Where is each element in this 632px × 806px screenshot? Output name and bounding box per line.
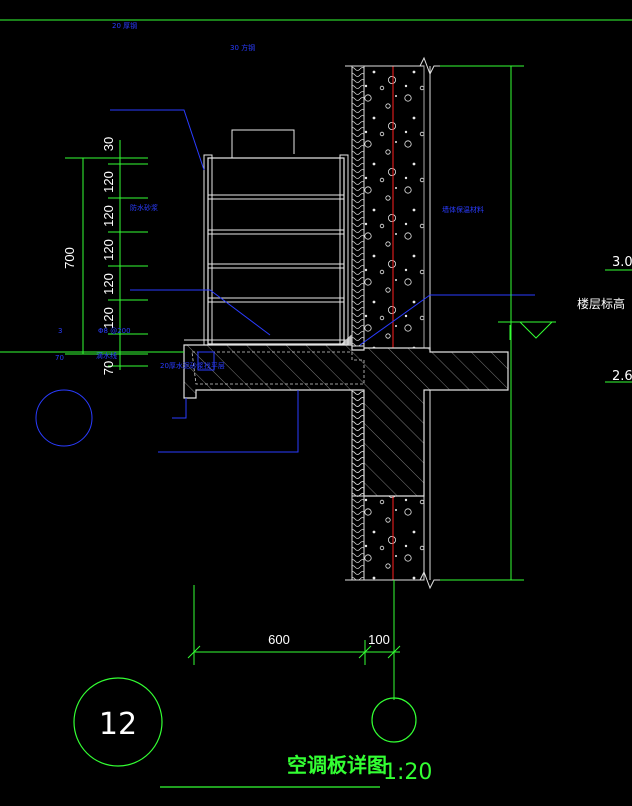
title-number: 12 [99, 707, 137, 742]
left-note-bottom-2: 滴水线 [96, 351, 117, 360]
floor-label: 楼层标高 [577, 296, 625, 311]
title-text: 空调板详图 [287, 753, 387, 777]
level-markers [440, 65, 632, 581]
dim-vertical-total: 700 [62, 247, 77, 269]
wall-note: 墙体保温材料 [442, 205, 484, 214]
horizontal-dimensions [187, 580, 401, 700]
top-note-2: 30 方钢 [230, 43, 255, 52]
level-upper: 3.0 [612, 255, 632, 270]
dim-seg-4: 120 [101, 273, 116, 295]
left-small-70: 70 [55, 354, 64, 362]
left-note-1: 防水砂浆 [130, 203, 158, 212]
left-note-bottom-1: 20厚水泥砂浆找平层 [160, 361, 225, 370]
dim-bottom-segment: 70 [101, 361, 116, 375]
slab-section [183, 334, 509, 497]
dim-seg-1: 120 [101, 171, 116, 193]
axis-bubble [371, 697, 417, 743]
dim-seg-2: 120 [101, 205, 116, 227]
left-small-3: 3 [58, 327, 62, 335]
wall-section [345, 56, 440, 590]
dim-seg-0: 30 [101, 137, 116, 151]
title-scale: 1:20 [383, 760, 432, 785]
dim-seg-3: 120 [101, 239, 116, 261]
level-lower: 2.6 [612, 369, 632, 384]
title-block: 12 空调板详图 1:20 [73, 677, 432, 788]
top-note: 20 厚钢 [112, 21, 137, 30]
railing-frame [203, 129, 349, 346]
leader-lines [35, 109, 535, 453]
dim-horizontal-100: 100 [368, 632, 390, 647]
dim-seg-5: 120 [101, 307, 116, 329]
left-note-2: Φ8 @200 [98, 327, 131, 335]
dim-horizontal-600: 600 [268, 632, 290, 647]
vertical-dimensions [0, 140, 184, 370]
